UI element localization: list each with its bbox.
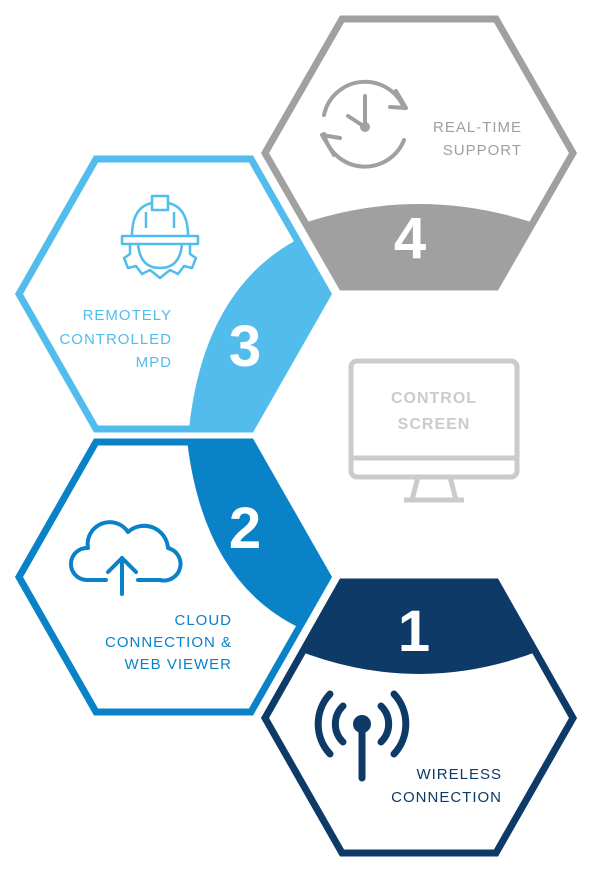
step-3-hexagon-outline <box>14 155 333 433</box>
hardhat-gear-icon <box>120 194 200 280</box>
step-1-label-line-1: WIRELESS <box>416 766 502 783</box>
step-4-number-band <box>265 204 573 287</box>
step-4-label-line-2: SUPPORT <box>443 142 522 159</box>
step-2-number: 2 <box>229 496 261 561</box>
step-4-hexagon-outline <box>260 15 578 291</box>
step-2-label-line-1: CLOUD <box>174 612 232 629</box>
step-1-hexagon-outline <box>260 578 578 857</box>
step-2-hexagon: 2 CLOUD CONNECTION & WEB VIEWER <box>14 438 333 716</box>
step-3-label-line-2: CONTROLLED <box>59 331 172 348</box>
step-4-number: 4 <box>394 206 426 271</box>
wireless-antenna-icon <box>314 690 410 782</box>
step-3-label-line-1: REMOTELY <box>83 307 172 324</box>
step-1-label-line-2: CONNECTION <box>391 789 502 806</box>
step-2-label-line-2: CONNECTION & <box>105 634 232 651</box>
cloud-upload-icon <box>69 520 183 596</box>
monitor-label-line-1: CONTROL <box>391 390 477 407</box>
step-1-number: 1 <box>398 599 430 664</box>
step-1-hexagon: 1 WIRELESS CONNECTION <box>260 578 578 857</box>
step-4-hexagon: 4 REAL-TIME SUPPORT <box>260 15 578 291</box>
monitor-label-line-2: SCREEN <box>398 416 471 433</box>
step-2-hexagon-outline <box>14 438 333 716</box>
step-3-number: 3 <box>229 314 261 379</box>
step-4-label-line-1: REAL-TIME <box>433 119 522 136</box>
step-2-label-line-3: WEB VIEWER <box>124 656 232 673</box>
clock-refresh-icon <box>320 79 408 169</box>
step-1-number-band <box>265 582 573 674</box>
monitor-icon: CONTROL SCREEN <box>348 358 520 503</box>
step-3-label-line-3: MPD <box>136 354 172 371</box>
